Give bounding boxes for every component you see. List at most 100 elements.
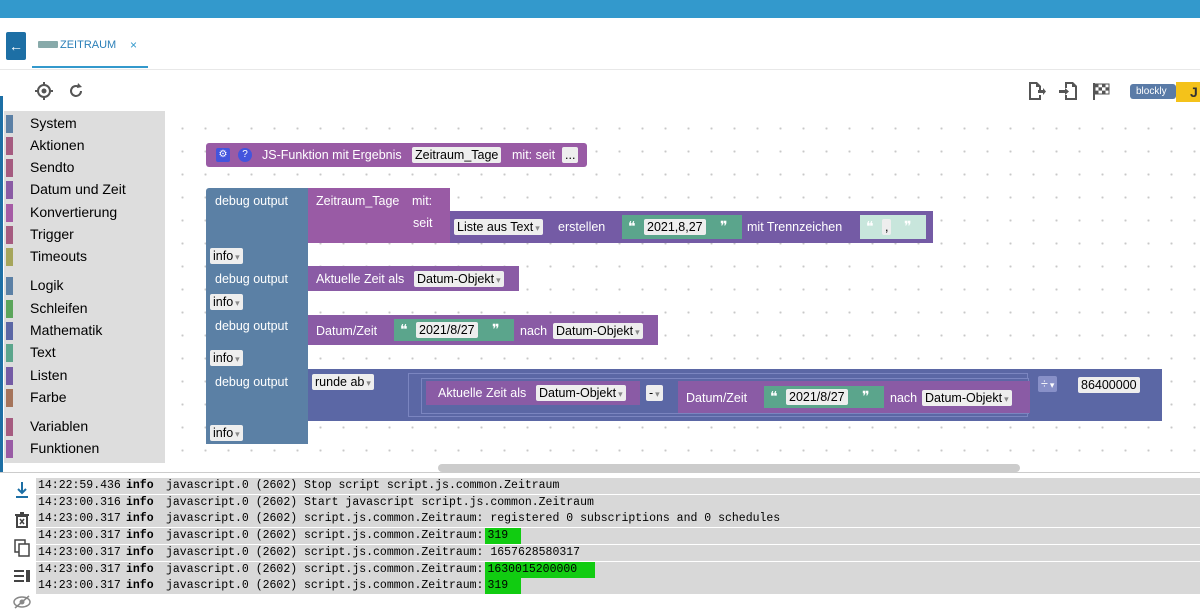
category-logik[interactable]: Logik (6, 275, 161, 295)
log-message-text: javascript.0 (2602) script.js.common.Zei… (166, 545, 581, 559)
debug-level-dropdown[interactable]: info▾ (210, 248, 243, 264)
function-name-chip[interactable]: Zeitraum_Tage (412, 147, 502, 163)
category-text[interactable]: Text (6, 342, 161, 362)
text-block-separator[interactable]: ❝ , ❞ (860, 215, 926, 239)
eye-slash-icon[interactable] (12, 592, 32, 612)
category-label: Trigger (30, 226, 74, 242)
help-icon[interactable]: ? (238, 148, 252, 162)
debug-output-block-3[interactable]: debug output info▾ (206, 313, 308, 369)
divide-block[interactable]: Aktuelle Zeit als Datum-Objekt▾ -▾ Datum… (408, 373, 1030, 417)
tab-label: ZEITRAUM (60, 39, 117, 51)
quote-close-icon: ❞ (862, 388, 870, 404)
quote-open-icon: ❝ (628, 218, 636, 234)
category-datum-und-zeit[interactable]: Datum und Zeit (6, 179, 161, 199)
time-format-dropdown[interactable]: Datum-Objekt▾ (536, 385, 626, 401)
category-timeouts[interactable]: Timeouts (6, 246, 161, 266)
category-konvertierung[interactable]: Konvertierung (6, 202, 161, 222)
blockly-workspace[interactable]: ⚙ ? JS-Funktion mit Ergebnis Zeitraum_Ta… (165, 111, 1200, 471)
text-block-date[interactable]: ❝ 2021/8/27 ❞ (394, 319, 514, 341)
category-schleifen[interactable]: Schleifen (6, 298, 161, 318)
function-mit-label: mit: seit (512, 148, 556, 162)
category-trigger[interactable]: Trigger (6, 224, 161, 244)
refresh-icon[interactable] (66, 81, 86, 101)
trash-icon[interactable] (12, 510, 32, 530)
function-value-block[interactable]: Zeitraum_Tage mit: seit (308, 188, 450, 243)
operator-dropdown[interactable]: -▾ (646, 385, 663, 401)
separator-value-chip[interactable]: , (882, 219, 892, 235)
quote-open-icon: ❝ (400, 321, 408, 337)
tab-zeitraum[interactable]: ZEITRAUM × (32, 18, 148, 68)
date-convert-block[interactable]: Datum/Zeit ❝ 2021/8/27 ❞ nach Datum-Obje… (678, 381, 1030, 413)
category-label: System (30, 115, 77, 131)
list-from-text-block[interactable]: Liste aus Text▾ erstellen ❝ 2021,8,27 ❞ … (450, 211, 933, 243)
current-time-block[interactable]: Aktuelle Zeit als Datum-Objekt▾ (308, 266, 519, 291)
log-time: 14:23:00.317 (38, 579, 121, 593)
copy-icon[interactable] (12, 538, 32, 558)
date-type-dropdown[interactable]: Datum-Objekt▾ (553, 323, 643, 339)
log-level: info (126, 529, 154, 543)
function-value-seit: seit (413, 216, 433, 230)
divide-operator-dropdown[interactable]: ÷▾ (1038, 376, 1058, 392)
debug-level-dropdown[interactable]: info▾ (210, 425, 243, 441)
quote-open-icon: ❝ (770, 388, 778, 404)
category-sendto[interactable]: Sendto (6, 157, 161, 177)
back-arrow-icon[interactable]: ← (6, 32, 26, 60)
subtract-block[interactable]: Aktuelle Zeit als Datum-Objekt▾ -▾ Datum… (421, 378, 1030, 414)
round-down-block[interactable]: runde ab▾ Aktuelle Zeit als Datum-Objekt… (308, 369, 1162, 421)
category-color-bar (6, 277, 13, 295)
category-system[interactable]: System (6, 113, 161, 133)
current-time-block[interactable]: Aktuelle Zeit als Datum-Objekt▾ (426, 381, 640, 405)
log-level: info (126, 479, 154, 492)
date-type-dropdown[interactable]: Datum-Objekt▾ (922, 390, 1012, 406)
checkered-flag-icon[interactable] (1091, 81, 1111, 101)
text-value-chip[interactable]: 2021,8,27 (644, 219, 706, 235)
list-mode-dropdown[interactable]: Liste aus Text▾ (454, 219, 543, 235)
tab-close-icon[interactable]: × (130, 38, 138, 52)
category-aktionen[interactable]: Aktionen (6, 135, 161, 155)
blockly-mode-badge[interactable]: blockly (1130, 84, 1176, 99)
list-filter-icon[interactable] (12, 566, 32, 586)
category-listen[interactable]: Listen (6, 365, 161, 385)
debug-level-dropdown[interactable]: info▾ (210, 350, 243, 366)
debug-output-block-4[interactable]: debug output info▾ (206, 369, 308, 444)
divisor-value-chip[interactable]: 86400000 (1078, 377, 1140, 393)
export-icon[interactable] (1026, 81, 1046, 101)
javascript-mode-badge[interactable]: J (1176, 82, 1200, 102)
log-level: info (126, 579, 154, 593)
text-block-date-list[interactable]: ❝ 2021,8,27 ❞ (622, 215, 742, 239)
category-farbe[interactable]: Farbe (6, 387, 161, 407)
date-convert-block[interactable]: Datum/Zeit ❝ 2021/8/27 ❞ nach Datum-Obje… (308, 315, 658, 345)
import-icon[interactable] (1059, 81, 1079, 101)
category-color-bar (6, 204, 13, 222)
debug-output-block-2[interactable]: debug output info▾ (206, 266, 308, 313)
current-time-label: Aktuelle Zeit als (438, 386, 527, 400)
date-value-chip[interactable]: 2021/8/27 (786, 389, 848, 405)
nach-label: nach (520, 324, 548, 338)
function-value-name: Zeitraum_Tage (316, 194, 400, 208)
top-bar (0, 0, 1200, 18)
category-mathematik[interactable]: Mathematik (6, 320, 161, 340)
gear-icon[interactable]: ⚙ (216, 148, 230, 162)
text-block-date[interactable]: ❝ 2021/8/27 ❞ (764, 386, 884, 408)
log-message: javascript.0 (2602) Stop script script.j… (166, 478, 559, 494)
function-call-label: JS-Funktion mit Ergebnis (262, 148, 402, 162)
log-time: 14:22:59.436 (38, 479, 121, 492)
category-variablen[interactable]: Variablen (6, 416, 161, 436)
workspace-horizontal-scrollbar[interactable] (438, 464, 1020, 472)
debug-output-block-1[interactable]: debug output info▾ (206, 188, 308, 266)
function-more-chip[interactable]: ... (562, 147, 579, 163)
number-block[interactable]: 86400000 (1070, 373, 1154, 397)
scroll-down-icon[interactable] (12, 480, 32, 500)
round-mode-dropdown[interactable]: runde ab▾ (312, 374, 374, 390)
target-icon[interactable] (34, 81, 54, 101)
date-value-chip[interactable]: 2021/8/27 (416, 322, 478, 338)
function-call-block[interactable]: ⚙ ? JS-Funktion mit Ergebnis Zeitraum_Ta… (206, 143, 587, 167)
category-funktionen[interactable]: Funktionen (6, 438, 161, 458)
category-color-bar (6, 367, 13, 385)
time-format-dropdown[interactable]: Datum-Objekt▾ (414, 271, 504, 287)
tab-bar: ← ZEITRAUM × (0, 18, 1200, 70)
category-color-bar (6, 322, 13, 340)
debug-level-dropdown[interactable]: info▾ (210, 294, 243, 310)
